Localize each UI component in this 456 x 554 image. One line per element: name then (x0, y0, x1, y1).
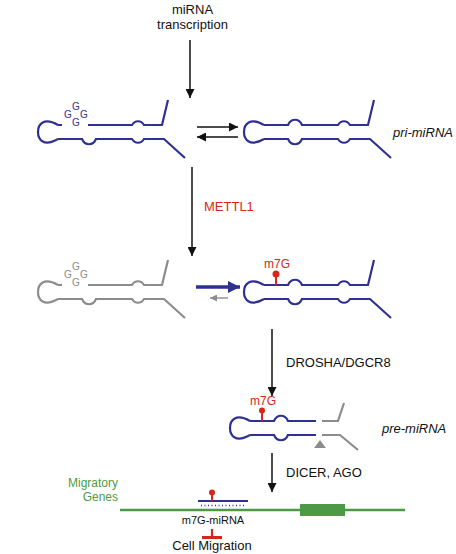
stage-node: pri-miRNA (30, 100, 456, 164)
process-arrow (271, 329, 273, 396)
m7g-pin-head (259, 408, 265, 414)
base-pairing (201, 505, 246, 507)
hairpin (230, 416, 316, 441)
enzyme-label: DICER, AGO (286, 466, 362, 481)
m7g-pin-head (209, 490, 215, 496)
shift-arrow (196, 285, 240, 289)
stage-node: Cell Migration (160, 540, 264, 554)
equilibrium-arrow (197, 136, 238, 137)
process-arrow (189, 40, 191, 98)
stage-node: m7G pre-miRNA (220, 398, 456, 450)
stage-node: Migratory Genesm7G-miRNA (60, 494, 420, 528)
hairpin (244, 100, 391, 158)
node-text: Cell Migration (160, 539, 264, 554)
enzyme-label: METTL1 (204, 200, 254, 215)
stage-node: m7G (30, 258, 410, 326)
g-quadruplex-hairpin (38, 260, 185, 318)
process-arrow (271, 453, 273, 492)
guanine-letter: G (70, 277, 82, 289)
node-text: miRNA transcription (145, 3, 240, 33)
inhibition-connector (211, 529, 213, 539)
node-text: pre-miRNA (382, 422, 452, 437)
node-text: m7G (264, 258, 288, 272)
m7g-pin (211, 495, 213, 501)
process-arrow (191, 167, 193, 256)
enzyme-label: DROSHA/DGCR8 (286, 356, 391, 371)
mirna-strand (198, 500, 248, 502)
node-text: m7G (250, 395, 274, 409)
mrna-cds (300, 504, 345, 516)
cleaved-fragment (322, 403, 358, 450)
m7g-pin (275, 277, 277, 285)
m7g-pin-head (273, 271, 280, 278)
equilibrium-arrow (197, 126, 238, 127)
node-text: Migratory Genes (60, 477, 118, 505)
shift-arrow (210, 297, 228, 298)
node-text: m7G-miRNA (178, 514, 248, 527)
m7g-pin (261, 413, 263, 421)
g-quadruplex-hairpin (38, 100, 185, 158)
stage-node: miRNA transcription (145, 3, 240, 37)
cleavage-triangle (314, 440, 326, 448)
node-text: pri-miRNA (393, 126, 456, 141)
guanine-letter: G (70, 117, 82, 129)
mrna-line (120, 509, 405, 512)
